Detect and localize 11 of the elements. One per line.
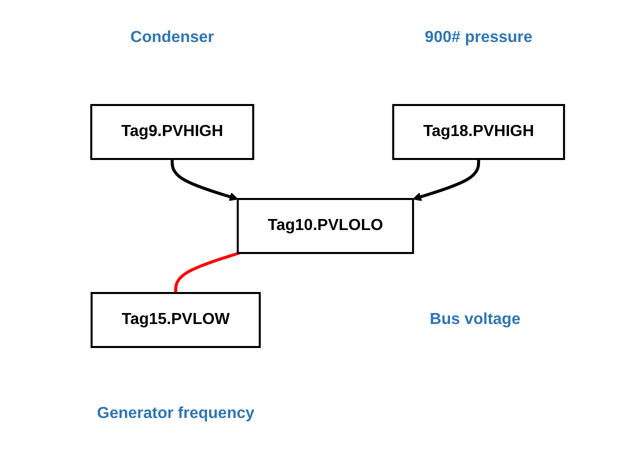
node-box: Tag15.PVLOW [91,292,262,348]
node-label: Generator frequency [97,405,255,422]
node-label: Bus voltage [430,311,521,328]
arrow [171,159,239,201]
arrow [413,159,481,201]
node-label: 900# pressure [425,29,533,46]
node-label: Condenser [130,29,214,46]
node-box: Tag9.PVHIGH [90,104,255,160]
node-box: Tag10.PVLOLO [237,198,415,254]
connector [174,252,240,293]
node-box: Tag18.PVHIGH [392,104,566,160]
